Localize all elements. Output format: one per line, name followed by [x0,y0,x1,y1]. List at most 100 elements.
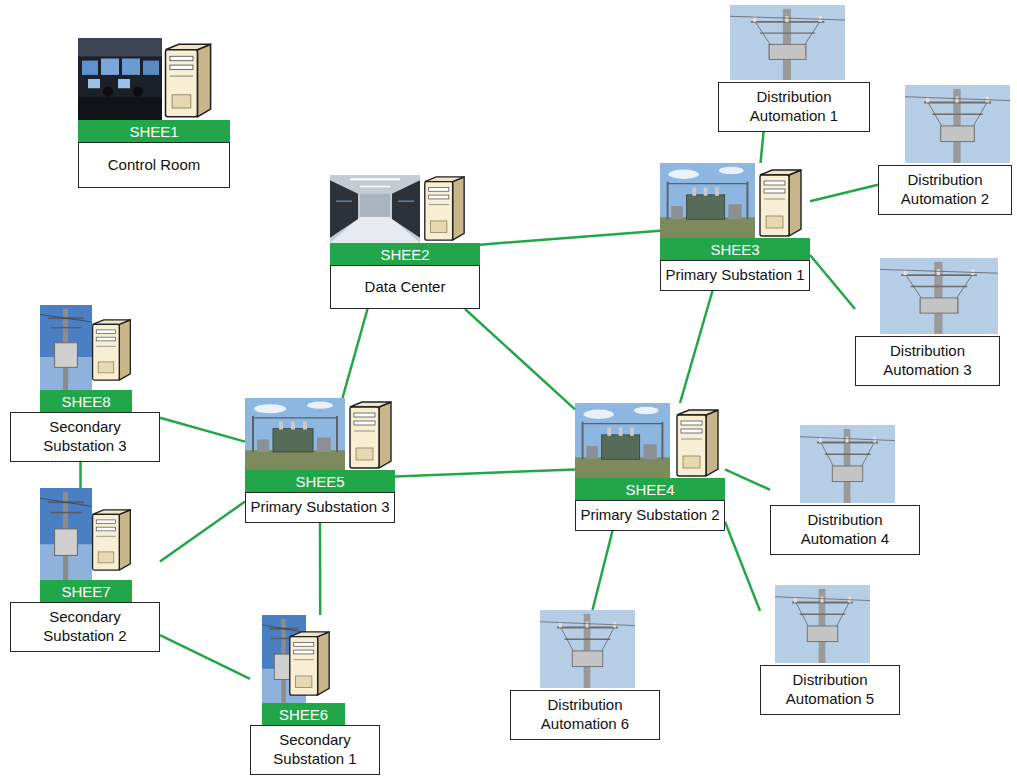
label-box: Data Center [330,265,480,309]
server-icon [677,410,718,476]
automation-unit: Distribution Automation 2 [878,85,1012,215]
shee-unit: SHEE4Primary Substation 2 [575,403,725,531]
automation-unit: Distribution Automation 3 [855,258,1000,386]
pole-photo [540,610,635,688]
picture-space [250,615,380,703]
network-link [160,635,250,679]
shee-unit: SHEE2Data Center [330,175,480,309]
site-label: Control Room [83,156,225,175]
site-label: Distribution Automation 2 [883,171,1007,209]
picture-space [660,163,810,238]
id-band: SHEE4 [575,478,725,500]
unit-id: SHEE7 [61,583,110,600]
server-icon [350,402,391,468]
automation-unit: Distribution Automation 1 [718,5,870,132]
control-room-photo [78,38,162,120]
network-link [160,502,245,562]
network-link [725,469,770,489]
picture-space [770,425,920,505]
site-label: Secondary Substation 1 [255,731,375,769]
server-icon [166,44,211,117]
site-label: Primary Substation 2 [580,506,720,525]
label-box: Primary Substation 1 [660,260,810,291]
shee-unit: SHEE8Secondary Substation 3 [10,305,160,462]
site-label: Data Center [335,278,475,297]
automation-unit: Distribution Automation 6 [510,610,660,740]
site-label: Distribution Automation 3 [860,342,995,380]
automation-unit: Distribution Automation 4 [770,425,920,555]
pole-photo [880,258,998,334]
id-band: SHEE1 [78,120,230,142]
server-icon [93,320,131,380]
network-link [480,231,660,245]
site-label: Distribution Automation 5 [765,671,895,709]
picture-space [718,5,870,82]
unit-id: SHEE5 [295,473,344,490]
shee-unit: SHEE5Primary Substation 3 [245,398,395,523]
picture-space [510,610,660,690]
site-label: Secondary Substation 2 [15,608,155,646]
picture-space [878,85,1012,165]
picture-space [10,305,160,390]
unit-id: SHEE8 [61,393,110,410]
substation-photo [660,163,755,238]
site-label: Primary Substation 3 [250,498,390,517]
shee-unit: SHEE1Control Room [78,38,230,188]
substation-photo [245,398,345,470]
site-label: Distribution Automation 4 [775,511,915,549]
server-icon [425,177,464,240]
network-link [319,523,322,615]
network-link [810,185,878,202]
substation-photo [575,403,670,478]
network-link [395,469,575,476]
label-box: Primary Substation 3 [245,492,395,523]
label-box: Secondary Substation 1 [250,725,380,775]
label-box: Distribution Automation 6 [510,690,660,740]
data-center-photo [330,175,420,243]
picture-space [760,585,900,665]
shee-unit: SHEE3Primary Substation 1 [660,163,810,291]
site-label: Primary Substation 1 [665,266,805,285]
server-icon [290,632,329,695]
picture-space [855,258,1000,336]
id-band: SHEE8 [40,390,132,412]
shee-unit: SHEE7Secondary Substation 2 [10,488,160,652]
site-label: Distribution Automation 1 [723,88,865,126]
id-band: SHEE5 [245,470,395,492]
id-band: SHEE3 [660,238,810,260]
network-link [160,418,245,442]
id-band: SHEE6 [262,703,345,725]
automation-unit: Distribution Automation 5 [760,585,900,715]
network-link [761,132,764,164]
id-band: SHEE2 [330,243,480,265]
server-icon [93,510,131,570]
pole-photo [775,585,870,663]
picture-space [245,398,395,470]
shee-unit: SHEE6Secondary Substation 1 [250,615,380,775]
pole-photo [800,425,895,503]
pole-photo [730,5,845,80]
label-box: Distribution Automation 1 [718,82,870,132]
label-box: Distribution Automation 5 [760,665,900,715]
network-link [593,531,613,610]
pole-photo [905,85,1010,163]
label-box: Secondary Substation 2 [10,602,160,652]
site-label: Secondary Substation 3 [15,418,155,456]
network-link [343,309,368,398]
secondary-substation-photo [40,305,92,390]
unit-id: SHEE6 [279,706,328,723]
site-label: Distribution Automation 6 [515,696,655,734]
label-box: Control Room [78,142,230,188]
unit-id: SHEE1 [129,123,178,140]
network-link [465,309,575,409]
picture-space [575,403,725,478]
label-box: Distribution Automation 4 [770,505,920,555]
label-box: Primary Substation 2 [575,500,725,531]
network-link [79,462,82,489]
unit-id: SHEE4 [625,481,674,498]
id-band: SHEE7 [40,580,132,602]
unit-id: SHEE2 [380,246,429,263]
server-icon [760,170,801,236]
label-box: Secondary Substation 3 [10,412,160,462]
